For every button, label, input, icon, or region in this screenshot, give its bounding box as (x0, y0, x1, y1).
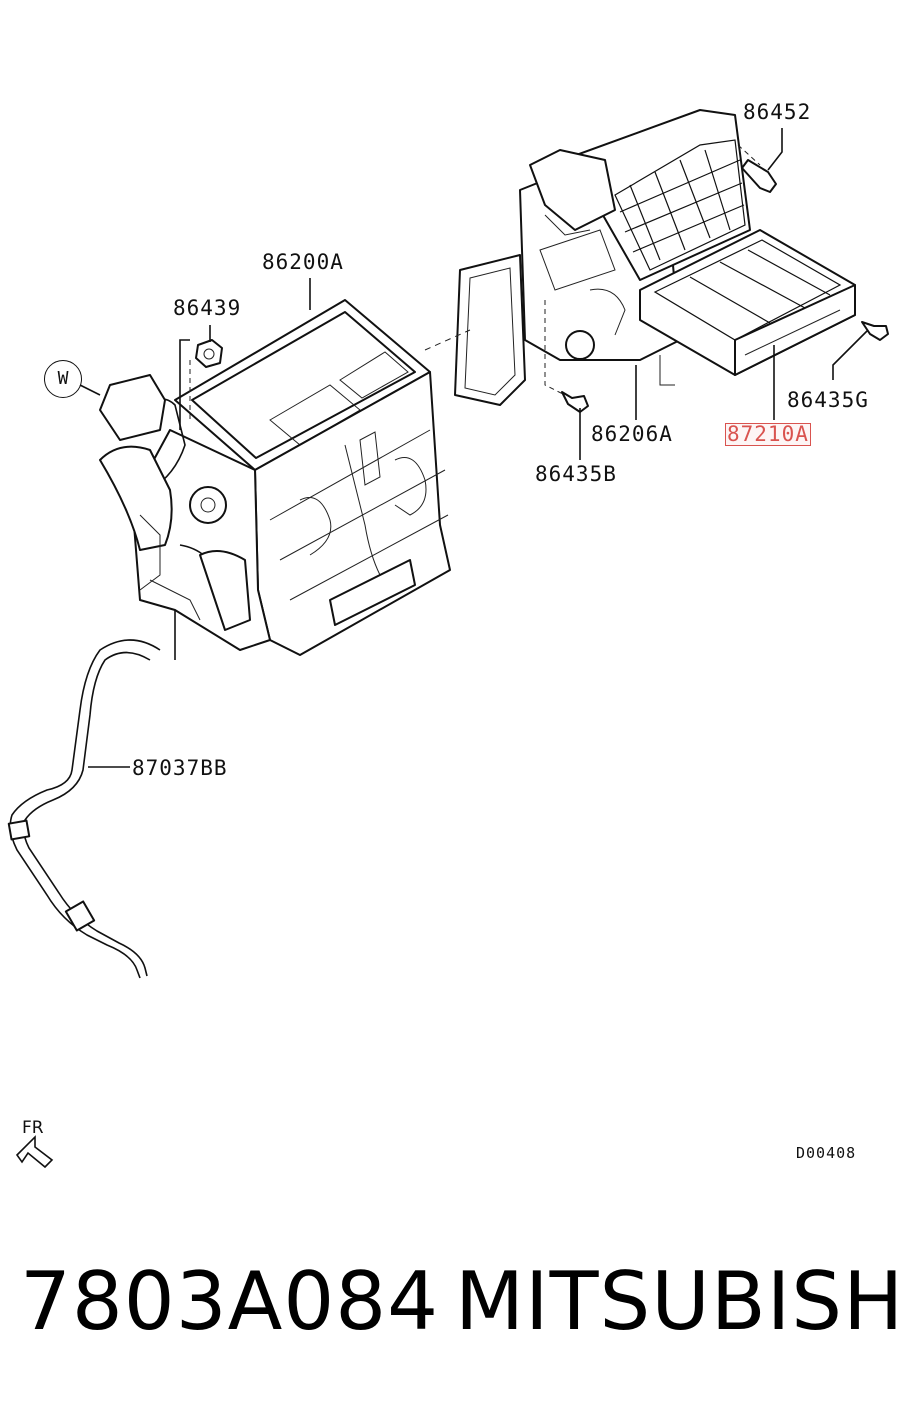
label-86452: 86452 (743, 100, 812, 124)
label-87037BB: 87037BB (132, 756, 228, 780)
label-86200A: 86200A (262, 250, 344, 274)
label-87210A-highlighted[interactable]: 87210A (725, 422, 811, 446)
footer-part-number: 7803A084 (20, 1255, 440, 1348)
fasteners (195, 159, 889, 413)
filter-87210A (639, 229, 856, 376)
orientation-label: FR (22, 1118, 44, 1138)
label-86435B: 86435B (535, 462, 617, 486)
heater-unit-86200A (99, 299, 451, 660)
leader-lines (79, 128, 869, 768)
footer-brand: MITSUBISHI (455, 1255, 909, 1348)
blower-unit-86206A (454, 109, 751, 406)
label-86206A: 86206A (591, 422, 673, 446)
hose-87037BB (7, 639, 161, 979)
callout-w: W (44, 360, 82, 398)
label-86435G: 86435G (787, 388, 869, 412)
label-86439: 86439 (173, 296, 242, 320)
diagram-code: D00408 (796, 1144, 857, 1162)
front-arrow-icon (15, 1135, 54, 1169)
